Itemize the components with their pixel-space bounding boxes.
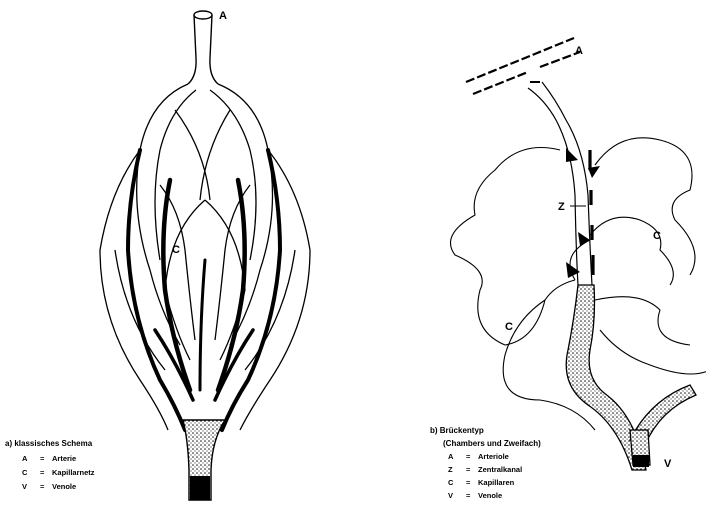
legend-b-key-z: Z bbox=[448, 465, 453, 474]
parent-arteriole bbox=[466, 38, 580, 94]
legend-b-key-v: V bbox=[448, 491, 453, 500]
legend-b-key-c: C bbox=[448, 478, 454, 487]
legend-a-eq-a: = bbox=[40, 454, 45, 463]
figure-b-bridge-type: A Z C C V b) Brückentyp (Chambers und Zw… bbox=[430, 38, 706, 500]
legend-b-eq-z: = bbox=[466, 465, 471, 474]
legend-b-eq-v: = bbox=[466, 491, 471, 500]
venous-branches bbox=[128, 150, 280, 430]
label-c-capillaries-2: C bbox=[505, 321, 513, 333]
central-channel-z bbox=[528, 82, 593, 285]
legend-b-term-v: Venole bbox=[478, 491, 502, 500]
label-c-capillaries-1: C bbox=[653, 230, 661, 242]
arteriole-a bbox=[188, 11, 218, 84]
legend-b-term-a: Arteriole bbox=[478, 452, 509, 461]
legend-a: a) klassisches Schema A = Arterie C = Ka… bbox=[5, 439, 95, 491]
legend-b-key-a: A bbox=[448, 452, 454, 461]
label-z-central-channel: Z bbox=[558, 201, 565, 213]
legend-b: b) Brückentyp (Chambers und Zweifach) A … bbox=[430, 426, 541, 500]
legend-a-eq-c: = bbox=[40, 468, 45, 477]
label-a-arteriole-b: A bbox=[575, 45, 583, 57]
legend-a-term-a: Arterie bbox=[52, 454, 76, 463]
label-v-venule-b: V bbox=[664, 458, 672, 470]
legend-b-title: b) Brückentyp bbox=[430, 426, 484, 435]
legend-a-key-v: V bbox=[22, 482, 27, 491]
legend-a-term-v: Venole bbox=[52, 482, 76, 491]
label-c-capillary: C bbox=[172, 244, 180, 256]
legend-a-eq-v: = bbox=[40, 482, 45, 491]
figure-a-classic-scheme: A C V a) klassisches Schema A = Arterie … bbox=[5, 10, 310, 500]
legend-a-key-a: A bbox=[22, 454, 28, 463]
legend-a-term-c: Kapillarnetz bbox=[52, 468, 95, 477]
label-v-venule: V bbox=[198, 488, 206, 500]
legend-b-eq-a: = bbox=[466, 452, 471, 461]
venule-v-b bbox=[630, 430, 650, 467]
legend-a-key-c: C bbox=[22, 468, 28, 477]
legend-b-term-c: Kapillaren bbox=[478, 478, 515, 487]
label-a-arteriole: A bbox=[219, 10, 227, 22]
legend-a-title: a) klassisches Schema bbox=[5, 439, 93, 448]
legend-b-term-z: Zentralkanal bbox=[478, 465, 522, 474]
legend-b-eq-c: = bbox=[466, 478, 471, 487]
legend-b-subtitle: (Chambers und Zweifach) bbox=[443, 439, 541, 448]
